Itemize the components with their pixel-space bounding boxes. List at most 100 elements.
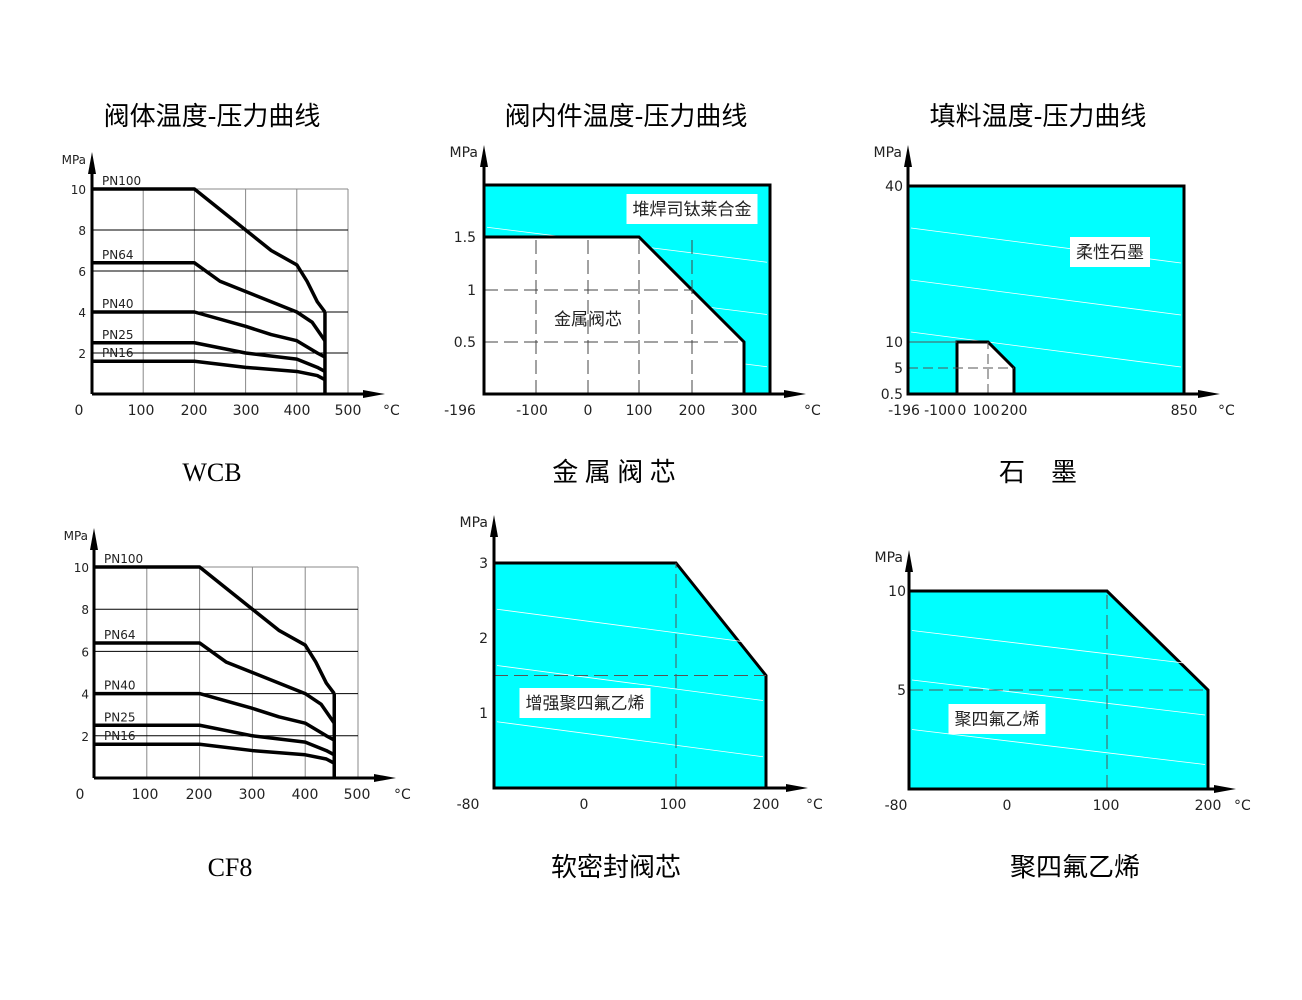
region-label: 柔性石墨 [1076,243,1144,263]
y-tick-label: 3 [479,556,488,572]
series-label: PN25 [102,328,133,342]
y-tick-label: 6 [81,645,89,659]
y-tick-label: 10 [74,561,89,575]
series-line-pn100 [94,565,336,695]
y-tick-label: 0.5 [454,335,476,351]
x-tick-label: 300 [731,403,758,419]
x-tick-label: 300 [239,787,266,803]
y-tick-label: 8 [81,603,89,617]
x-tick-label: 0 [580,797,589,813]
chart-subtitle: 软密封阀芯 [551,853,681,882]
chart-subtitle: CF8 [208,853,253,882]
region-label-bg [1070,237,1150,267]
y-tick-label: 1.5 [454,230,476,246]
region-label: 金属阀芯 [554,310,622,330]
y-tick-label: 2 [479,631,488,647]
x-tick-label: 100 [132,787,159,803]
x-axis-unit: °C [806,797,823,813]
y-tick-label: 2 [81,730,89,744]
x-tick-label: -80 [885,798,908,814]
region-label-bg [626,194,758,224]
x-tick-label: 200 [753,797,780,813]
y-axis-unit: MPa [64,529,88,543]
region-label-bg [948,704,1046,734]
x-tick-label: 200 [1001,403,1028,419]
y-axis-arrow [490,515,498,537]
y-axis-arrow [904,145,912,167]
y-tick-label: 8 [78,224,86,238]
hatch-line [496,721,764,758]
series-line-pn16 [92,359,326,382]
region-label-bg [519,688,651,718]
x-axis-unit: °C [394,787,411,803]
x-axis-unit: °C [1218,403,1235,419]
x-axis-unit: °C [804,403,821,419]
x-tick-label: -100 [924,403,956,419]
x-tick-label: 0 [76,787,85,803]
series-line-pn40 [94,691,336,742]
y-tick-label: 10 [885,335,903,351]
x-tick-label: 300 [233,403,260,419]
y-tick-label: 0.5 [881,387,903,403]
y-tick-label: 1 [479,706,488,722]
region-label: 堆焊司钛莱合金 [633,200,752,220]
series-line-pn25 [94,723,336,757]
y-axis-unit: MPa [874,145,902,161]
x-tick-label: -80 [457,797,480,813]
region-1 [906,184,1186,396]
series-label: PN25 [104,710,135,724]
series-label: PN100 [104,552,143,566]
series-line-pn64 [92,261,327,342]
y-tick-label: 5 [897,683,906,699]
series-label: PN16 [102,346,133,360]
x-axis-arrow [1198,390,1220,398]
series-line-pn64 [94,641,336,725]
chart-title: 阀体温度-压力曲线 [104,102,321,132]
x-tick-label: 100 [1093,798,1120,814]
x-axis-arrow [786,784,808,792]
x-tick-label: 200 [186,787,213,803]
x-tick-label: 0 [75,403,84,419]
y-tick-label: 6 [78,265,86,279]
y-axis-unit: MPa [875,550,903,566]
x-tick-label: -196 [444,403,476,419]
y-tick-label: 4 [78,306,86,320]
hatch-line [911,679,1206,716]
x-axis-unit: °C [383,403,400,419]
x-tick-label: 100 [973,403,1000,419]
y-axis-unit: MPa [450,145,478,161]
hatch-line [496,665,764,701]
x-tick-label: 200 [1195,798,1222,814]
series-label: PN64 [104,628,135,642]
x-tick-label: 400 [292,787,319,803]
y-axis-arrow [905,550,913,572]
x-axis-arrow [784,390,806,398]
series-label: PN40 [102,297,133,311]
series-label: PN100 [102,174,141,188]
y-axis-unit: MPa [460,515,488,531]
y-tick-label: 4 [81,688,89,702]
hatch-line [911,630,1206,666]
chart-subtitle: 聚四氟乙烯 [1010,853,1140,882]
y-axis-arrow [480,145,488,167]
x-tick-label: 100 [660,797,687,813]
x-tick-label: 0 [584,403,593,419]
chart-subtitle: WCB [182,458,241,487]
series-line-pn25 [92,341,326,373]
y-tick-label: 40 [885,179,903,195]
y-tick-label: 10 [71,183,86,197]
x-tick-label: 200 [679,403,706,419]
chart-subtitle: 石 墨 [999,458,1077,487]
x-tick-label: 100 [128,403,155,419]
x-tick-label: -196 [888,403,920,419]
x-tick-label: 100 [626,403,653,419]
region-label: 聚四氟乙烯 [955,710,1040,730]
x-tick-label: 500 [335,403,362,419]
series-line-pn16 [94,742,336,765]
